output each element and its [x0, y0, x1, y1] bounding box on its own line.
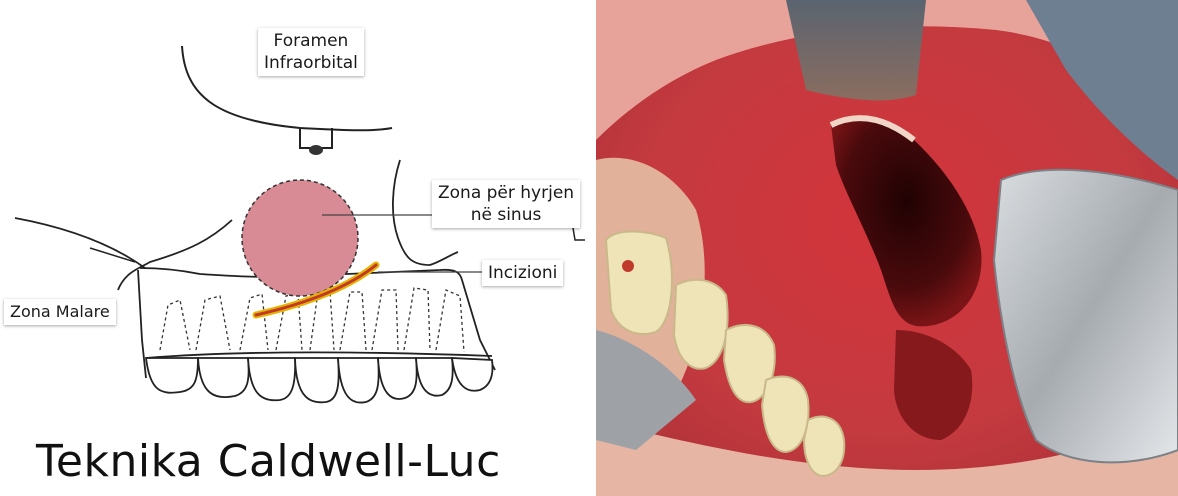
- label-incizioni-text: Incizioni: [488, 262, 557, 284]
- label-entry-zone: Zona për hyrjen në sinus: [432, 180, 580, 228]
- foramen-infraorbital-hole: [309, 145, 323, 155]
- tooth-spot: [622, 260, 634, 272]
- maxilla-outline: [118, 220, 232, 290]
- label-zona-malare: Zona Malare: [4, 299, 116, 325]
- surgical-photo: [596, 0, 1178, 496]
- label-incizioni: Incizioni: [482, 260, 563, 286]
- sinus-entry-zone: [242, 180, 358, 296]
- diagram-title: Teknika Caldwell-Luc: [36, 436, 501, 487]
- surgical-photo-illustration: [596, 0, 1178, 496]
- label-foramen-line2: Infraorbital: [264, 52, 358, 74]
- diagram-panel: Foramen Infraorbital Zona për hyrjen në …: [0, 0, 596, 496]
- zygomatic-line-upper: [15, 218, 145, 268]
- label-foramen-infraorbital: Foramen Infraorbital: [258, 28, 364, 76]
- upper-retractor: [786, 0, 926, 100]
- zona-malare-pointer: [90, 248, 135, 262]
- label-foramen-line1: Foramen: [264, 30, 358, 52]
- posterior-outline: [138, 270, 146, 378]
- label-zona-malare-text: Zona Malare: [10, 301, 110, 323]
- label-entry-zone-line1: Zona për hyrjen: [438, 182, 574, 204]
- tooth-crowns: [146, 358, 493, 403]
- label-entry-zone-line2: në sinus: [438, 204, 574, 226]
